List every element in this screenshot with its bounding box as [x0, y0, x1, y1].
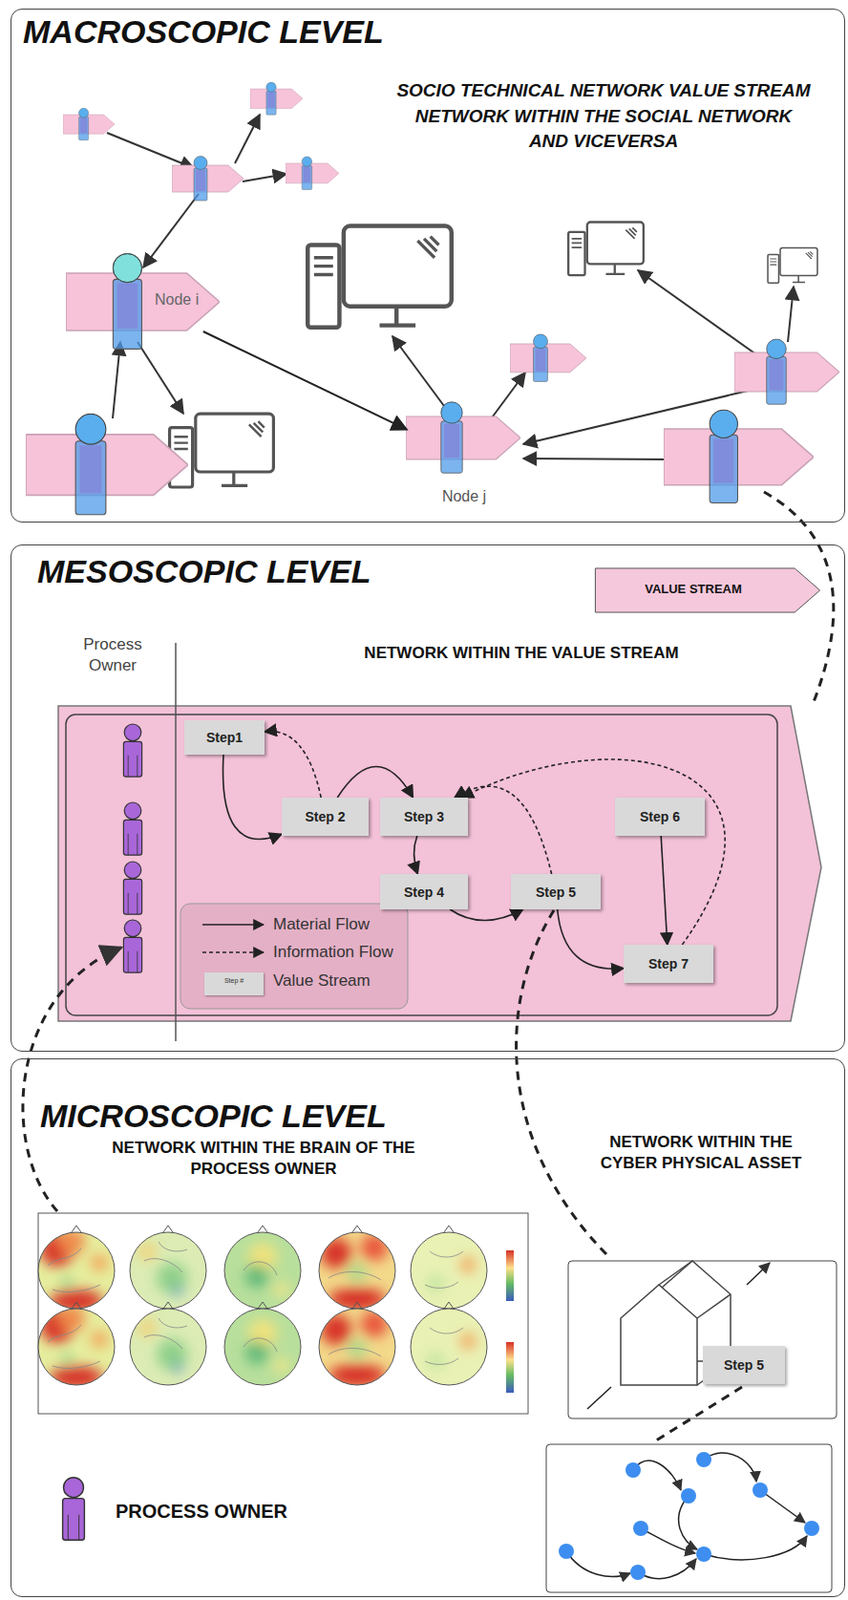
legend-text: Material Flow — [273, 914, 370, 934]
computer-icon — [767, 248, 818, 284]
process-step: Step 4 — [380, 873, 468, 910]
topomap — [410, 1225, 488, 1309]
process-step: Step 3 — [380, 797, 468, 836]
network-node: VALUE STREAM — [593, 567, 823, 614]
micro-level — [38, 1212, 837, 1592]
topomap — [129, 1301, 207, 1385]
network-box — [546, 1443, 832, 1592]
text-label: Process Owner — [74, 634, 151, 677]
person-stream-icon — [734, 339, 840, 404]
node-subtitle: NETWORK WITHIN THE BRAIN OF THE PROCESS … — [101, 1137, 426, 1180]
node-title: Step 3 — [403, 808, 445, 825]
colorbar — [506, 1341, 514, 1393]
node-title: Node j — [406, 487, 522, 506]
person-stream-icon — [509, 334, 587, 382]
computer-icon — [307, 226, 452, 328]
material-flow — [337, 766, 413, 799]
node-title: Node i — [154, 291, 199, 309]
person-stream-icon — [285, 156, 340, 191]
topomap — [224, 1225, 301, 1309]
legend-text: Value Stream — [273, 971, 371, 991]
person-stream-icon — [250, 82, 303, 115]
material-flow — [660, 835, 668, 945]
process-owner-icon — [123, 723, 142, 777]
information-flow — [264, 731, 321, 798]
node-title: VALUE STREAM — [593, 581, 794, 596]
node-subtitle: NETWORK WITHIN THE VALUE STREAM — [330, 643, 713, 663]
person-stream-icon — [63, 107, 115, 140]
node-subtitle: NETWORK WITHIN THE CYBER PHYSICAL ASSET — [581, 1131, 821, 1174]
process-step: Step1 — [184, 720, 265, 755]
material-flow — [557, 909, 624, 969]
process-step: Step 5 — [702, 1345, 785, 1384]
network-node: Node i — [66, 274, 221, 332]
material-flow — [223, 754, 282, 839]
material-flow — [414, 835, 419, 874]
information-flow — [461, 759, 725, 945]
macro-network — [25, 82, 840, 515]
computer-icon — [169, 413, 275, 488]
node-subtitle: SOCIO TECHNICAL NETWORK VALUE STREAM NET… — [393, 78, 814, 155]
level-panel: MESOSCOPIC LEVEL NETWORK WITHIN THE VALUE… — [10, 544, 846, 1052]
topomap — [38, 1225, 115, 1313]
information-flow — [454, 785, 552, 874]
topomap — [410, 1301, 488, 1385]
asset-io-arrows — [587, 1262, 770, 1409]
person-head — [112, 254, 142, 283]
process-owner-icon — [123, 919, 142, 973]
legend-line — [202, 951, 264, 954]
node-title: MACROSCOPIC LEVEL — [22, 13, 384, 51]
level-panel: MACROSCOPIC LEVELSOCIO TECHNICAL NETWORK… — [10, 8, 846, 523]
brain-box — [38, 1212, 529, 1414]
node-title: MICROSCOPIC LEVEL — [40, 1097, 387, 1135]
network-node: Node j — [406, 402, 522, 512]
value-stream-swatch — [204, 972, 264, 996]
process-step: Step 7 — [623, 944, 714, 983]
material-flow — [203, 331, 407, 430]
topomap — [224, 1301, 301, 1385]
topomap — [318, 1225, 396, 1311]
node-title: Step 6 — [639, 808, 680, 825]
topomap — [318, 1301, 396, 1387]
node-title: Step1 — [206, 729, 243, 745]
node-title: Step 5 — [535, 884, 576, 900]
person-stream-icon — [25, 413, 189, 514]
level-links — [22, 491, 834, 1442]
node-title: Step 4 — [403, 884, 445, 900]
value-stream-shape — [58, 705, 822, 1021]
node-title: Step 2 — [304, 808, 345, 825]
asset-network-links — [566, 1452, 807, 1579]
inner-frame — [65, 714, 778, 1016]
process-owner-icon — [63, 1477, 85, 1541]
person-stream-icon — [663, 409, 814, 503]
information-flow-sample — [198, 945, 266, 959]
person-stream-icon — [405, 402, 521, 473]
legend-line — [202, 923, 264, 926]
legend-text: Information Flow — [273, 942, 394, 962]
node-title: MESOSCOPIC LEVEL — [37, 552, 372, 591]
material-flow-sample — [198, 917, 266, 932]
person-stream-icon — [171, 156, 244, 202]
node-title: Step 7 — [648, 955, 689, 972]
legend-box — [180, 903, 408, 1009]
owner-divider — [174, 642, 177, 1041]
person-stream-icon — [65, 254, 220, 350]
topomap — [129, 1225, 207, 1309]
process-step: Step 5 — [510, 873, 601, 910]
meso-value-stream — [58, 642, 822, 1041]
colorbar — [506, 1250, 514, 1301]
asset-network-dots — [558, 1451, 820, 1580]
process-step: Step 2 — [281, 797, 369, 836]
computer-icon — [568, 221, 644, 276]
material-flow — [449, 909, 524, 921]
process-step: Step 6 — [614, 797, 705, 836]
process-owner-icon — [123, 802, 142, 855]
process-owner-icon — [123, 861, 142, 914]
topomap — [38, 1301, 115, 1389]
node-title: Step 5 — [723, 1356, 764, 1373]
text-label: PROCESS OWNER — [115, 1500, 288, 1523]
swatch-caption: Step # — [204, 976, 264, 984]
asset-box — [568, 1260, 837, 1419]
